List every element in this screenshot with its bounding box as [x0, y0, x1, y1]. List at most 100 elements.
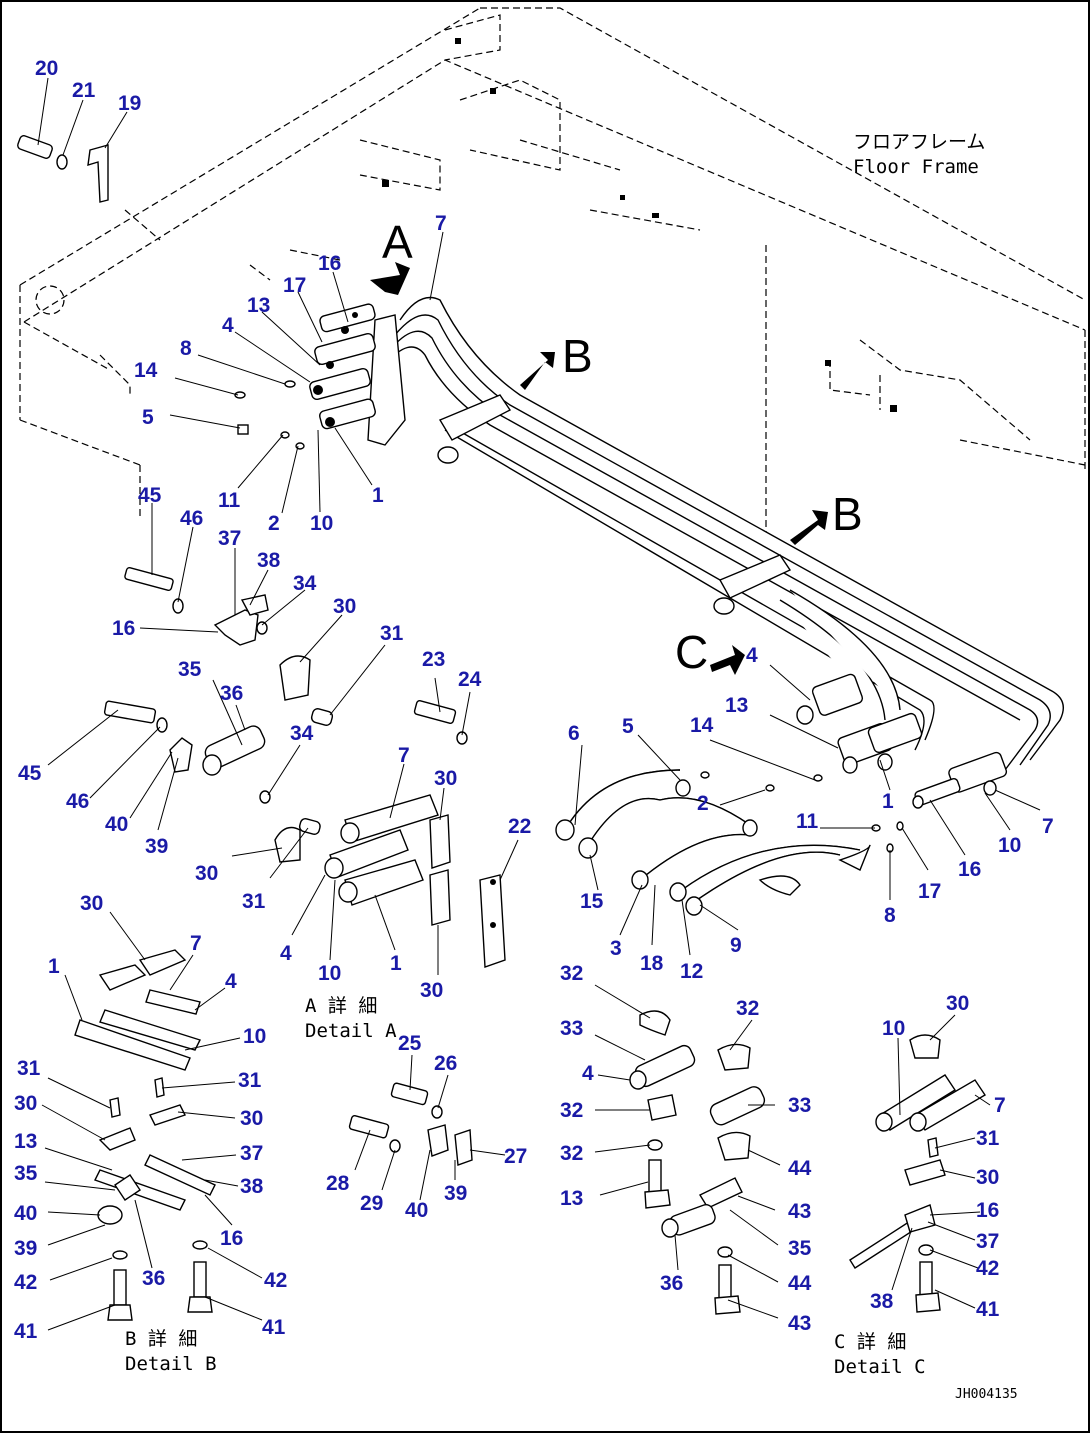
callout: 31 — [380, 622, 404, 645]
detail-a-drawing — [324, 794, 506, 968]
detail-a-en-caption: Detail A — [305, 1020, 397, 1042]
callout: 13 — [560, 1187, 583, 1210]
callout: 40 — [14, 1202, 37, 1225]
callout: 25 — [398, 1032, 422, 1055]
callout: 45 — [138, 484, 162, 507]
callout: 44 — [788, 1157, 812, 1180]
view-b-arrow-icon — [520, 352, 555, 390]
callout: 39 — [444, 1182, 467, 1205]
callout: 7 — [994, 1094, 1006, 1117]
callout: 31 — [242, 890, 266, 913]
callout: 16 — [112, 617, 135, 640]
detail-c-en-caption: Detail C — [834, 1356, 926, 1378]
detail-b-jp-caption: B 詳 細 — [125, 1328, 197, 1350]
callout: 17 — [918, 880, 941, 903]
callout: 7 — [1042, 815, 1054, 838]
callout: 1 — [48, 955, 60, 978]
callout: 8 — [180, 337, 192, 360]
detail-c-drawing — [849, 1034, 986, 1313]
callout: 33 — [560, 1017, 583, 1040]
view-arrows — [370, 262, 828, 675]
callout: 5 — [622, 715, 634, 738]
leader-lines — [37, 77, 1041, 1331]
exploded-clamp-group — [103, 566, 468, 863]
callout: 43 — [788, 1200, 811, 1223]
callout: 2 — [697, 792, 709, 815]
callout: 30 — [240, 1107, 263, 1130]
callout: 10 — [243, 1025, 266, 1048]
callout: 13 — [725, 694, 748, 717]
callout: 6 — [568, 722, 580, 745]
callout: 36 — [660, 1272, 683, 1295]
callout: 4 — [222, 314, 234, 337]
callout: 4 — [582, 1062, 594, 1085]
callout: 30 — [195, 862, 218, 885]
callout: 35 — [14, 1162, 38, 1185]
callout: 38 — [870, 1290, 894, 1313]
callout: 32 — [736, 997, 759, 1020]
callout: 30 — [976, 1166, 999, 1189]
view-letter-b: B — [562, 330, 593, 382]
callout: 30 — [420, 979, 443, 1002]
drawing-reference: JH004135 — [955, 1387, 1018, 1402]
callout: 19 — [118, 92, 141, 115]
callout: 40 — [105, 813, 128, 836]
callout: 4 — [225, 970, 237, 993]
callout: 21 — [72, 79, 96, 102]
callout: 4 — [280, 942, 292, 965]
bolt-washer-bracket-group — [17, 135, 109, 203]
callout: 1 — [390, 952, 402, 975]
callout: 29 — [360, 1192, 383, 1215]
callout: 16 — [958, 858, 981, 881]
callout: 10 — [310, 512, 333, 535]
callout: 46 — [66, 790, 89, 813]
callout: 26 — [434, 1052, 457, 1075]
view-letter-b-2: B — [832, 488, 863, 540]
callout: 33 — [788, 1094, 811, 1117]
callout: 42 — [976, 1257, 999, 1280]
callout: 16 — [976, 1199, 999, 1222]
callout: 7 — [398, 744, 410, 767]
callout: 46 — [180, 507, 203, 530]
floor-frame-jp-label: フロアフレーム — [853, 131, 985, 153]
callout: 13 — [247, 294, 270, 317]
callout: 41 — [14, 1320, 38, 1343]
callout: 30 — [434, 767, 457, 790]
callout: 45 — [18, 762, 42, 785]
callout: 44 — [788, 1272, 812, 1295]
callout: 30 — [333, 595, 356, 618]
callout: 30 — [80, 892, 103, 915]
callout: 14 — [690, 714, 714, 737]
callout-numbers: 20 21 19 7 16 17 13 4 8 14 5 1 1 2 10 1 4… — [14, 57, 1054, 1343]
callout: 17 — [283, 274, 306, 297]
callout: 37 — [976, 1230, 999, 1253]
callout: 31 — [976, 1127, 1000, 1150]
callout: 16 — [318, 252, 341, 275]
callout: 41 — [262, 1316, 286, 1339]
callout: 31 — [17, 1057, 41, 1080]
callout: 32 — [560, 962, 583, 985]
detail-a-jp-caption: A 詳 細 — [305, 995, 377, 1017]
callout: 13 — [14, 1130, 37, 1153]
main-tube-bundle — [234, 296, 1064, 916]
callout: 16 — [220, 1227, 243, 1250]
callout: 42 — [14, 1271, 37, 1294]
callout: 3 — [610, 937, 622, 960]
floor-frame-en-label: Floor Frame — [853, 156, 979, 178]
detail-c-jp-caption: C 詳 細 — [834, 1331, 906, 1353]
detail-b-en-caption: Detail B — [125, 1353, 217, 1375]
callout: 23 — [422, 648, 445, 671]
callout: 20 — [35, 57, 58, 80]
callout: 1 — [882, 790, 894, 813]
callout: 37 — [240, 1142, 263, 1165]
callout: 39 — [145, 835, 168, 858]
callout: 32 — [560, 1099, 583, 1122]
callout: 38 — [257, 549, 281, 572]
callout: 43 — [788, 1312, 811, 1335]
callout: 30 — [946, 992, 969, 1015]
callout: 41 — [976, 1298, 1000, 1321]
callout: 22 — [508, 815, 531, 838]
callout: 37 — [218, 527, 241, 550]
callout: 10 — [998, 834, 1021, 857]
